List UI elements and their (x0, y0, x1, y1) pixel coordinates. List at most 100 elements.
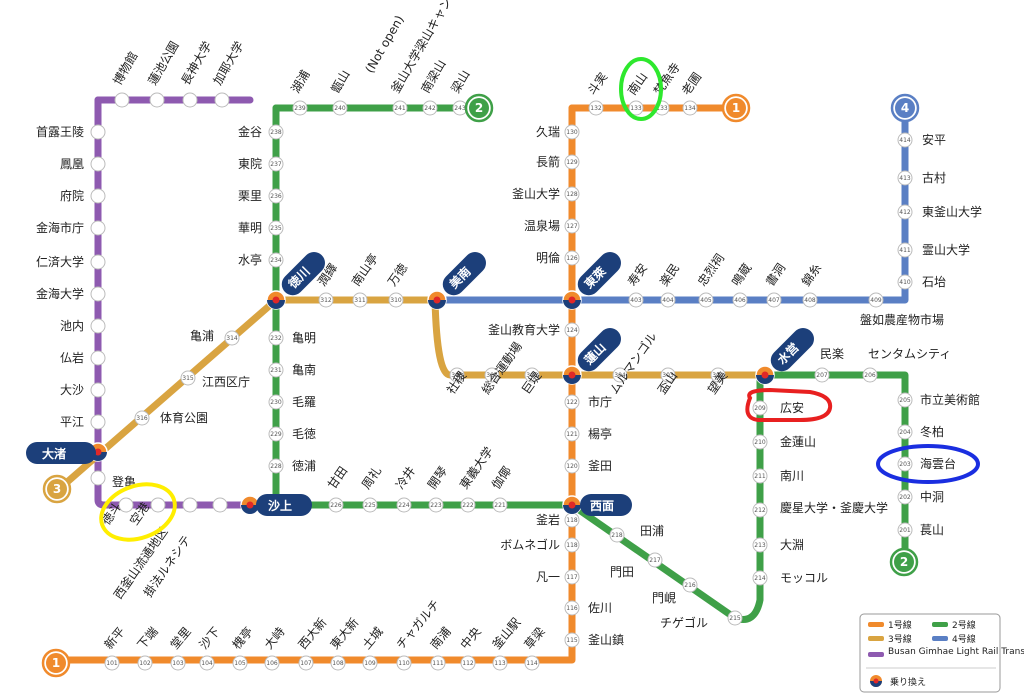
station-marker[interactable] (137, 655, 153, 671)
station-marker[interactable] (897, 522, 913, 538)
station-marker[interactable] (268, 330, 284, 346)
station-marker[interactable] (698, 292, 714, 308)
station-marker[interactable] (298, 655, 314, 671)
station-marker[interactable] (118, 497, 134, 513)
station-marker[interactable] (588, 100, 604, 116)
station-marker[interactable] (90, 350, 106, 366)
station-marker[interactable] (268, 458, 284, 474)
station-marker[interactable] (752, 570, 768, 586)
light-rail-station[interactable]: 首露王陵 (36, 124, 106, 140)
station-marker[interactable] (392, 100, 408, 116)
station-marker[interactable] (134, 410, 150, 426)
station-marker[interactable] (710, 367, 726, 383)
station-marker[interactable] (660, 292, 676, 308)
station-marker[interactable] (430, 655, 446, 671)
station-marker[interactable] (564, 186, 580, 202)
station-marker[interactable] (268, 426, 284, 442)
station-marker[interactable] (897, 242, 913, 258)
station-marker[interactable] (328, 497, 344, 513)
station-marker[interactable] (90, 220, 106, 236)
station-marker[interactable] (647, 552, 663, 568)
station-marker[interactable] (182, 92, 198, 108)
transfer-badge-seomyeon[interactable]: 西面 (580, 494, 632, 516)
station-marker[interactable] (90, 470, 106, 486)
station-marker[interactable] (318, 292, 334, 308)
station-marker[interactable] (564, 569, 580, 585)
station-marker[interactable] (292, 100, 308, 116)
station-marker[interactable] (564, 394, 580, 410)
station-marker[interactable] (268, 252, 284, 268)
station-marker[interactable] (268, 394, 284, 410)
station-marker[interactable] (90, 318, 106, 334)
station-marker[interactable] (268, 124, 284, 140)
station-marker[interactable] (214, 92, 230, 108)
station-marker[interactable] (449, 367, 465, 383)
station-marker[interactable] (564, 218, 580, 234)
station-marker[interactable] (352, 292, 368, 308)
station-marker[interactable] (897, 392, 913, 408)
station-marker[interactable] (484, 367, 500, 383)
station-marker[interactable] (388, 292, 404, 308)
transfer-badge-minam[interactable]: 美南 (438, 247, 490, 299)
station-marker[interactable] (628, 100, 644, 116)
station-marker[interactable] (897, 132, 913, 148)
light-rail-station[interactable]: 平江 (60, 414, 106, 430)
station-marker[interactable] (897, 489, 913, 505)
station-marker[interactable] (149, 92, 165, 108)
station-marker[interactable] (460, 655, 476, 671)
station-marker[interactable] (727, 610, 743, 626)
station-marker[interactable] (90, 156, 106, 172)
light-rail-station[interactable]: 金海大学 (36, 286, 106, 302)
station-marker[interactable] (330, 655, 346, 671)
station-marker[interactable] (170, 655, 186, 671)
station-marker[interactable] (150, 497, 166, 513)
station-marker[interactable] (199, 655, 215, 671)
station-marker[interactable] (492, 655, 508, 671)
station-marker[interactable] (766, 292, 782, 308)
light-rail-station[interactable]: 池内 (60, 318, 106, 334)
station-marker[interactable] (897, 204, 913, 220)
station-marker[interactable] (104, 655, 120, 671)
light-rail-station[interactable]: 府院 (60, 188, 106, 204)
station-marker[interactable] (628, 292, 644, 308)
station-marker[interactable] (396, 497, 412, 513)
station-marker[interactable] (564, 322, 580, 338)
station-marker[interactable] (897, 424, 913, 440)
light-rail-station[interactable]: 金海市庁 (36, 220, 106, 236)
light-rail-station[interactable]: 大沙 (60, 382, 106, 398)
station-marker[interactable] (897, 456, 913, 472)
station-marker[interactable] (90, 254, 106, 270)
station-marker[interactable] (332, 100, 348, 116)
